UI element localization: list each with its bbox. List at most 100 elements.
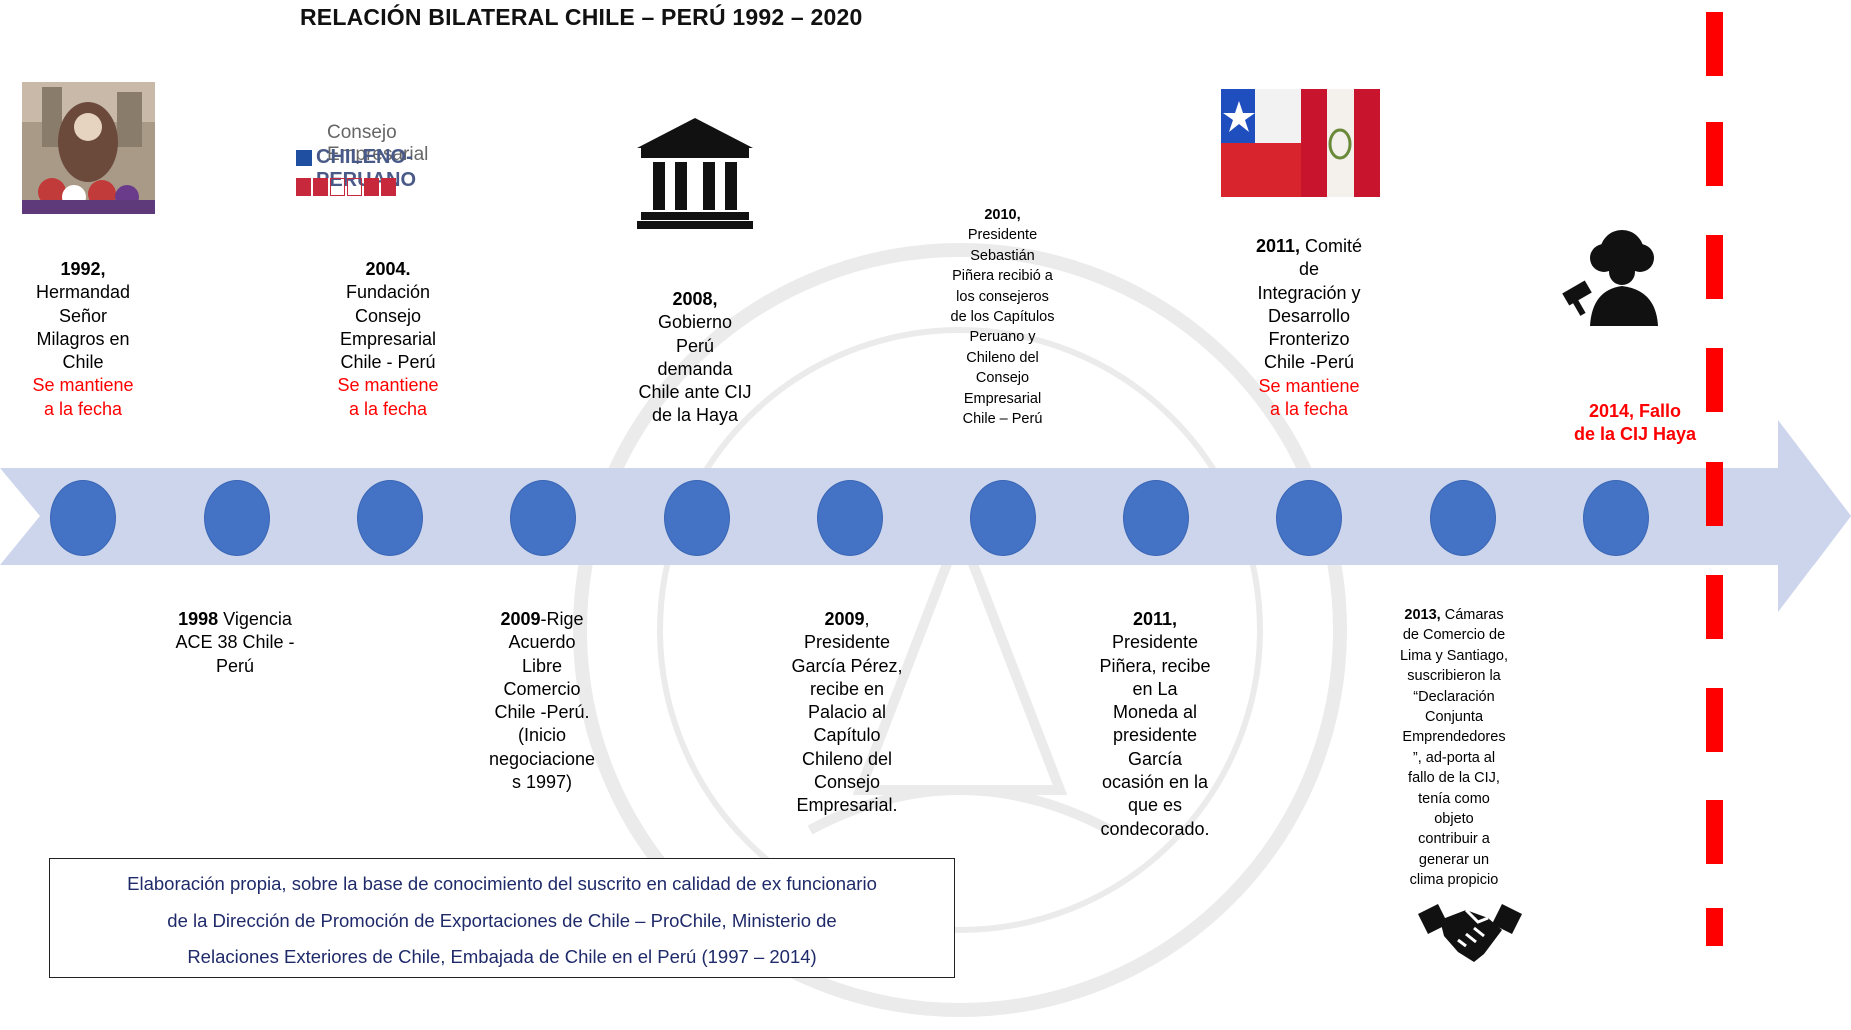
red-dash [1706, 348, 1723, 412]
event-year-tail: Comité [1300, 236, 1363, 256]
event-text: condecorado. [1100, 818, 1210, 839]
event-2011-top: 2011, Comité de Integración y Desarrollo… [1240, 235, 1378, 421]
event-year-tail: Vigencia [218, 609, 292, 629]
event-text: Empresarial [963, 390, 1042, 407]
event-text: demanda [657, 358, 733, 379]
timeline-node [1583, 480, 1649, 556]
red-dash [1706, 908, 1723, 946]
event-text: contribuir a [1418, 831, 1490, 848]
red-dash [1706, 688, 1723, 752]
event-2011-bottom: 2011, Presidente Piñera, recibe en La Mo… [1085, 608, 1225, 841]
event-text: Chileno del [801, 748, 893, 769]
event-text: Piñera recibió a [952, 268, 1053, 285]
event-text: Consejo [813, 772, 881, 793]
event-text: Hermandad [35, 282, 131, 303]
event-text: Presidente [1111, 632, 1199, 653]
red-dash [1706, 800, 1723, 864]
event-text: Consejo [975, 370, 1030, 387]
event-2013: 2013, Cámaras de Comercio de Lima y Sant… [1384, 605, 1524, 893]
event-text: Comercio [503, 678, 581, 699]
event-year: 2010, [984, 207, 1021, 223]
timeline-arrow [0, 468, 1851, 565]
timeline-node [204, 480, 270, 556]
event-text: Desarrollo [1267, 305, 1351, 326]
event-text: suscribieron la [1407, 668, 1501, 685]
event-year: 1992, [60, 259, 106, 279]
event-text: Sebastián [970, 247, 1035, 264]
event-text: de [1298, 259, 1320, 280]
event-text: “Declaración [1413, 688, 1495, 705]
event-note: Se mantiene [32, 375, 134, 396]
timeline-node [1276, 480, 1342, 556]
event-text: Fundación [345, 282, 431, 303]
event-text: fallo de la CIJ, [1408, 770, 1500, 787]
event-text: Chileno del [966, 349, 1039, 366]
event-text: Chile -Perú. [494, 702, 590, 723]
event-text: Peruano y [969, 329, 1036, 346]
event-year: 1998 [178, 609, 219, 629]
event-year-tail: -Rige [540, 609, 584, 629]
event-text: Lima y Santiago, [1399, 647, 1508, 664]
event-year-tail: , [864, 609, 870, 629]
event-text: recibe en [809, 678, 885, 699]
timeline-node [817, 480, 883, 556]
event-text: presidente [1112, 725, 1198, 746]
event-2014: 2014, Fallo de la CIJ Haya [1555, 400, 1715, 447]
flags-chile-peru [1221, 89, 1380, 197]
page-title: RELACIÓN BILATERAL CHILE – PERÚ 1992 – 2… [300, 4, 863, 30]
event-text: Empresarial [339, 328, 437, 349]
event-text: en La [1132, 678, 1178, 699]
event-2010: 2010, Presidente Sebastián Piñera recibi… [925, 205, 1080, 429]
logo-flag-square [296, 150, 312, 166]
timeline-node [970, 480, 1036, 556]
event-note: Se mantiene [1258, 375, 1360, 396]
event-text: ”, ad-porta al [1412, 749, 1496, 766]
handshake-icon [1418, 904, 1522, 962]
event-text: negociacione [488, 748, 596, 769]
timeline-node [1430, 480, 1496, 556]
event-text: Empresarial. [796, 795, 898, 816]
procession-photo [22, 82, 155, 214]
event-text: Perú [215, 655, 255, 676]
source-note: Elaboración propia, sobre la base de con… [49, 858, 955, 978]
event-text: Chile [62, 352, 104, 373]
event-text: objeto [1434, 811, 1474, 828]
event-1998: 1998 Vigencia ACE 38 Chile - Perú [160, 608, 310, 678]
event-year: 2013, [1404, 607, 1441, 623]
event-text: Conjunta [1424, 709, 1484, 726]
event-text: Libre [521, 655, 563, 676]
event-text: ACE 38 Chile - [175, 632, 295, 653]
event-text: de Comercio de [1402, 627, 1506, 644]
event-text: Fronterizo [1268, 329, 1350, 350]
event-text: Perú [675, 335, 715, 356]
event-note: Se mantiene [337, 375, 439, 396]
event-text: Consejo [354, 305, 422, 326]
red-dash [1706, 122, 1723, 186]
event-text: Palacio al [807, 702, 887, 723]
timeline-arrowhead [1778, 420, 1851, 612]
event-year: 2009 [824, 609, 865, 629]
event-text: Emprendedores [1402, 729, 1506, 746]
red-dash [1706, 575, 1723, 639]
event-text: Chile - Perú [340, 352, 436, 373]
event-note: a la fecha [1269, 399, 1349, 420]
event-text: Presidente [967, 227, 1038, 244]
event-text: Piñera, recibe [1099, 655, 1211, 676]
event-text: Chile ante CIJ [638, 382, 752, 403]
event-text: de la Haya [651, 405, 739, 426]
event-note: a la fecha [348, 398, 428, 419]
red-dash [1706, 462, 1723, 526]
event-year-tail: Cámaras [1440, 607, 1504, 623]
event-2009-tlc: 2009-Rige Acuerdo Libre Comercio Chile -… [477, 608, 607, 794]
event-year: 2009 [500, 609, 541, 629]
event-text: Chile -Perú [1263, 352, 1355, 373]
event-text: de la CIJ Haya [1573, 424, 1697, 445]
court-building-icon [637, 118, 753, 229]
event-text: Señor [58, 305, 108, 326]
timeline-node [357, 480, 423, 556]
event-year: 2011, [1132, 609, 1178, 629]
red-dash [1706, 235, 1723, 299]
event-1992: 1992, Hermandad Señor Milagros en Chile … [22, 258, 144, 421]
event-2004: 2004. Fundación Consejo Empresarial Chil… [327, 258, 449, 421]
event-text: Acuerdo [508, 632, 576, 653]
